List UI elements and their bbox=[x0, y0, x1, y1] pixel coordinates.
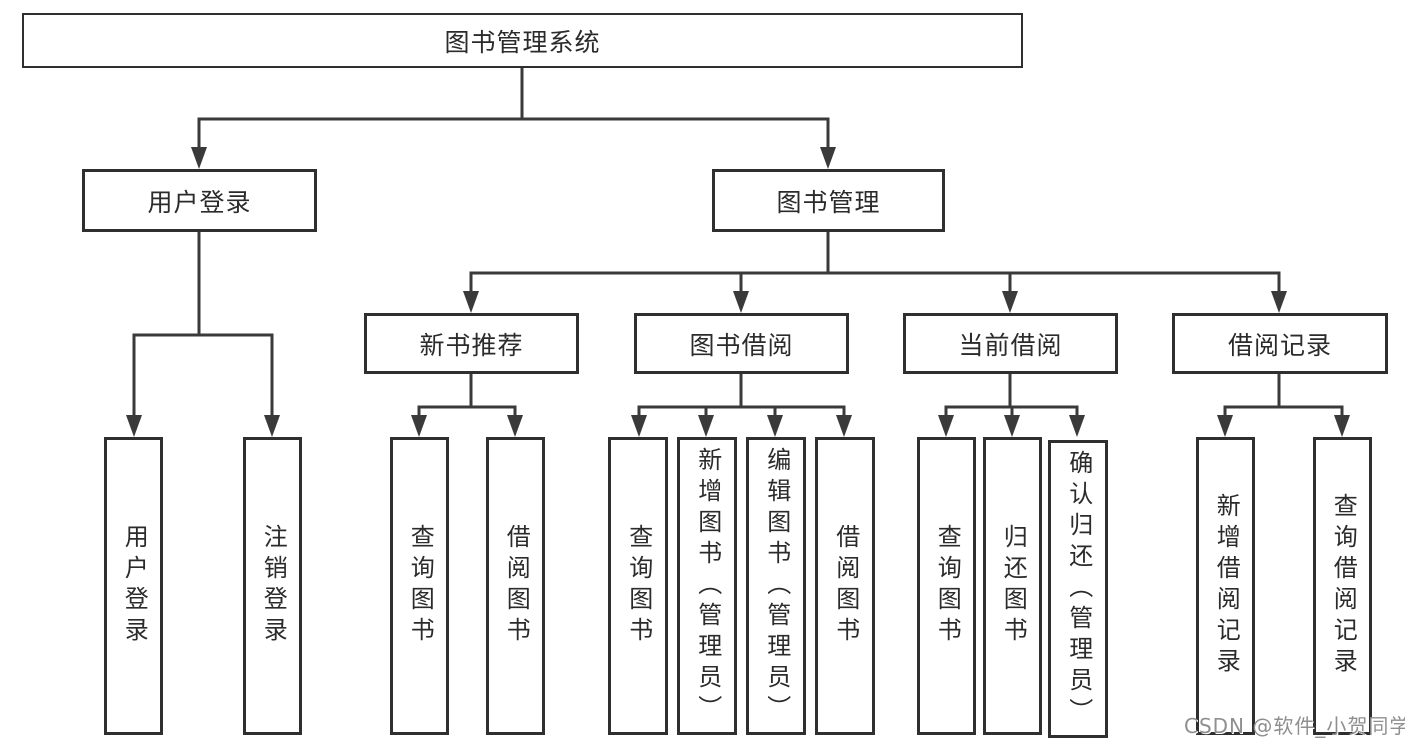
connector-borrow-records-to-leaves bbox=[1217, 374, 1350, 437]
connector-new-books-to-leaves bbox=[411, 374, 523, 437]
leaf-borrow-books-recommend: 借阅图书 bbox=[486, 437, 545, 735]
node-label: 查询图书 bbox=[624, 524, 653, 648]
arrowhead bbox=[463, 291, 479, 313]
leaf-add-borrow-record: 新增借阅记录 bbox=[1196, 437, 1255, 735]
leaf-query-books-recommend: 查询图书 bbox=[390, 437, 449, 735]
connector-book-borrow-to-leaves bbox=[631, 374, 852, 437]
leaf-logout: 注销登录 bbox=[243, 437, 302, 735]
node-label: 用户登录 bbox=[147, 187, 252, 217]
arrowhead bbox=[507, 415, 523, 437]
arrowhead bbox=[1271, 291, 1287, 313]
leaf-add-books-admin: 新增图书（管理员） bbox=[677, 437, 737, 735]
node-label: 归还图书 bbox=[999, 524, 1028, 648]
arrowhead bbox=[698, 415, 714, 437]
node-label: 查询借阅记录 bbox=[1329, 493, 1358, 679]
node-label: 图书管理 bbox=[776, 187, 881, 217]
leaf-edit-books-admin: 编辑图书（管理员） bbox=[746, 437, 806, 735]
node-label: 图书借阅 bbox=[689, 330, 794, 360]
node-label: 借阅记录 bbox=[1227, 330, 1332, 360]
node-label: 新增图书（管理员） bbox=[693, 446, 722, 726]
node-label: 编辑图书（管理员） bbox=[762, 446, 791, 726]
connector-path bbox=[1223, 374, 1344, 421]
node-label: 确认归还（管理员） bbox=[1064, 449, 1093, 729]
arrowhead bbox=[1334, 415, 1350, 437]
connector-book-mgmt-to-sections bbox=[463, 232, 1287, 313]
node-current-borrow: 当前借阅 bbox=[903, 313, 1118, 374]
leaf-borrow-books: 借阅图书 bbox=[815, 437, 875, 735]
node-label: 注销登录 bbox=[259, 524, 288, 648]
leaf-return-books: 归还图书 bbox=[983, 437, 1042, 735]
node-label: 新增借阅记录 bbox=[1212, 493, 1241, 679]
node-label: 借阅图书 bbox=[831, 524, 860, 648]
connector-path bbox=[197, 68, 830, 152]
connector-path bbox=[132, 232, 274, 421]
node-new-book-recommend: 新书推荐 bbox=[364, 313, 579, 374]
arrowhead bbox=[126, 415, 142, 437]
leaf-user-login: 用户登录 bbox=[104, 437, 163, 735]
node-label: 当前借阅 bbox=[958, 330, 1063, 360]
arrowhead bbox=[836, 415, 852, 437]
node-book-management-module: 图书管理 bbox=[712, 169, 945, 232]
arrowhead bbox=[938, 415, 954, 437]
connector-path bbox=[469, 232, 1281, 297]
arrowhead bbox=[1217, 415, 1233, 437]
node-label: 新书推荐 bbox=[419, 330, 524, 360]
arrowhead bbox=[767, 415, 783, 437]
node-label: 图书管理系统 bbox=[444, 27, 601, 57]
leaf-confirm-return-admin: 确认归还（管理员） bbox=[1048, 440, 1108, 738]
connector-path bbox=[637, 374, 846, 421]
node-label: 查询图书 bbox=[933, 524, 962, 648]
arrowhead bbox=[1004, 415, 1020, 437]
connector-path bbox=[417, 374, 517, 421]
node-user-login-module: 用户登录 bbox=[82, 169, 317, 232]
arrowhead bbox=[264, 415, 280, 437]
leaf-query-books-current: 查询图书 bbox=[917, 437, 976, 735]
connector-path bbox=[944, 374, 1079, 421]
leaf-query-books-borrow: 查询图书 bbox=[608, 437, 668, 735]
connector-root-to-modules bbox=[191, 68, 836, 169]
node-label: 查询图书 bbox=[406, 524, 435, 648]
arrowhead bbox=[733, 291, 749, 313]
node-system-root: 图书管理系统 bbox=[22, 13, 1023, 68]
arrowhead bbox=[631, 415, 647, 437]
connector-current-borrow-to-leaves bbox=[938, 374, 1085, 437]
leaf-query-borrow-record: 查询借阅记录 bbox=[1313, 437, 1372, 735]
connector-user-login-to-leaves bbox=[126, 232, 280, 437]
arrowhead bbox=[411, 415, 427, 437]
node-label: 用户登录 bbox=[120, 524, 149, 648]
arrowhead bbox=[820, 147, 836, 169]
arrowhead bbox=[1069, 415, 1085, 437]
watermark: CSDN @软件_小贺同学 bbox=[1184, 714, 1405, 738]
node-borrow-records: 借阅记录 bbox=[1172, 313, 1388, 374]
node-label: 借阅图书 bbox=[502, 524, 531, 648]
arrowhead bbox=[1002, 291, 1018, 313]
arrowhead bbox=[191, 147, 207, 169]
node-book-borrow: 图书借阅 bbox=[634, 313, 849, 374]
